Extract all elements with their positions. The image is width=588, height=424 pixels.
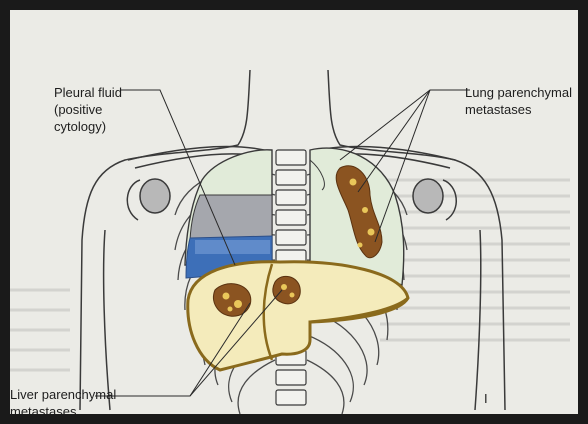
label-liver-metastases: Liver parenchymal metastases bbox=[10, 386, 116, 414]
liver-metastasis-2 bbox=[273, 276, 300, 303]
label-lung-metastases: Lung parenchymal metastases bbox=[465, 84, 572, 118]
diagram-page: Pleural fluid (positive cytology) Lung p… bbox=[10, 10, 578, 414]
page-mark: I bbox=[484, 390, 488, 407]
thorax-diagram bbox=[10, 10, 578, 414]
label-pleural-fluid: Pleural fluid (positive cytology) bbox=[54, 84, 122, 135]
pleural-effusion-highlight bbox=[195, 240, 270, 254]
diaphragm bbox=[188, 262, 408, 370]
pleural-effusion-gray bbox=[190, 195, 272, 240]
